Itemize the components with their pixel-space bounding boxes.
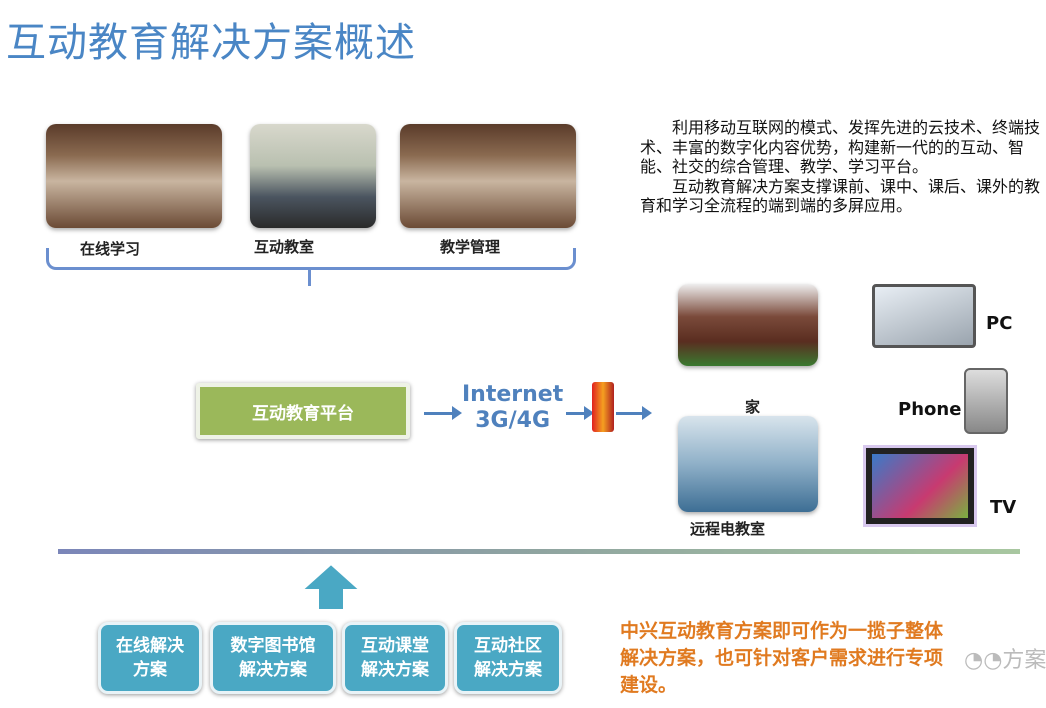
- scene-label: 教学管理: [440, 238, 501, 256]
- solution-text: 互动课堂: [361, 636, 429, 656]
- watermark-text: 方案: [1002, 648, 1046, 673]
- arrow-right-icon: [616, 406, 652, 420]
- location-label: 远程电教室: [690, 520, 766, 538]
- description-paragraph: 互动教育解决方案支撑课前、课中、课后、课外的教育和学习全流程的端到端的多屏应用。: [640, 176, 1041, 216]
- tv-icon: [866, 448, 974, 524]
- watermark: ◔◔方案: [964, 642, 1046, 674]
- page-title: 互动教育解决方案概述: [6, 20, 416, 66]
- arrow-right-icon: [566, 406, 594, 420]
- solution-digital-library: 数字图书馆解决方案: [210, 622, 336, 694]
- description: 利用移动互联网的模式、发挥先进的云技术、终端技术、丰富的数字化内容优势，构建新一…: [640, 118, 1040, 216]
- solution-text: 在线解决: [116, 636, 184, 656]
- teaching-management-photo: [400, 124, 576, 228]
- mobile-network-label: 3G/4G: [475, 408, 550, 433]
- internet-label: Internet: [462, 382, 564, 407]
- solution-text: 解决方案: [474, 660, 542, 680]
- solution-text: 互动社区: [474, 636, 542, 656]
- platform-box: 互动教育平台: [196, 383, 410, 439]
- arrow-up-icon: [299, 562, 363, 611]
- solution-interactive-community: 互动社区解决方案: [454, 622, 562, 694]
- solution-text: 解决方案: [361, 660, 429, 680]
- remote-classroom-photo: [678, 416, 818, 512]
- scene-label: 互动教室: [254, 238, 315, 256]
- scene-label: 在线学习: [80, 240, 141, 258]
- solution-text: 解决方案: [239, 660, 307, 680]
- solution-online: 在线解决方案: [98, 622, 202, 694]
- solution-text: 数字图书馆: [230, 636, 316, 656]
- description-paragraph: 利用移动互联网的模式、发挥先进的云技术、终端技术、丰富的数字化内容优势，构建新一…: [640, 118, 1041, 176]
- firewall-icon: [592, 382, 614, 432]
- home-photo: [678, 284, 818, 366]
- solution-interactive-classroom: 互动课堂解决方案: [342, 622, 448, 694]
- network-label: Internet 3G/4G: [462, 382, 563, 434]
- location-label: 家: [745, 398, 761, 416]
- laptop-icon: [872, 284, 976, 348]
- arrow-right-icon: [424, 406, 462, 420]
- wechat-icon: ◔◔: [964, 648, 1003, 673]
- divider-line: [58, 549, 1020, 554]
- device-label: TV: [990, 497, 1017, 518]
- online-learning-photo: [46, 124, 222, 228]
- device-label: Phone: [898, 399, 962, 420]
- solution-text: 方案: [133, 660, 167, 680]
- brace-tip: [308, 268, 311, 286]
- summary-text: 中兴互动教育方案即可作为一揽子整体解决方案，也可针对客户需求进行专项建设。: [620, 620, 944, 696]
- interactive-classroom-photo: [250, 124, 376, 228]
- brace-divider: [46, 248, 576, 270]
- phone-icon: [964, 368, 1008, 434]
- device-label: PC: [986, 313, 1013, 334]
